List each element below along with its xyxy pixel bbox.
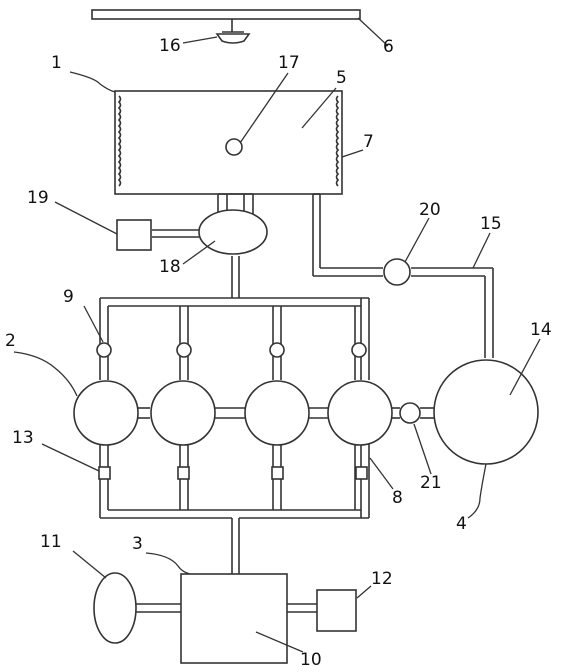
pipes	[99, 157, 494, 613]
label-17: 17	[278, 53, 300, 73]
valve-9-b	[176, 342, 192, 358]
label-2: 2	[5, 331, 16, 351]
label-11: 11	[40, 532, 62, 552]
valve-13-c	[271, 466, 284, 480]
pump-20	[383, 258, 411, 286]
controller-19	[116, 219, 152, 251]
heating-coil-left	[117, 95, 122, 187]
sensor-17	[225, 138, 243, 156]
label-12: 12	[371, 569, 393, 589]
label-9: 9	[63, 287, 74, 307]
chamber-3	[244, 380, 310, 446]
label-16: 16	[159, 36, 181, 56]
label-8: 8	[392, 488, 403, 508]
label-5: 5	[336, 68, 347, 88]
chamber-2	[150, 380, 216, 446]
pump-box-10	[180, 573, 288, 664]
chamber-4	[327, 380, 393, 446]
box-12	[316, 589, 357, 632]
valve-9-c	[269, 342, 285, 358]
ceiling-plate	[91, 9, 361, 44]
label-3: 3	[132, 534, 143, 554]
label-14: 14	[530, 320, 552, 340]
mixing-valve-18	[198, 209, 268, 255]
label-7: 7	[363, 132, 374, 152]
label-6: 6	[383, 37, 394, 57]
label-20: 20	[419, 200, 441, 220]
label-13: 13	[12, 428, 34, 448]
valve-13-d	[355, 466, 368, 480]
label-4: 4	[456, 514, 467, 534]
valve-13-b	[177, 466, 190, 480]
label-1: 1	[51, 53, 62, 73]
valve-9-a	[96, 342, 112, 358]
label-21: 21	[420, 473, 442, 493]
heating-coil-right	[335, 95, 340, 187]
valve-13-a	[98, 466, 111, 480]
label-18: 18	[159, 257, 181, 277]
label-15: 15	[480, 214, 502, 234]
vessel-14	[433, 359, 539, 465]
label-10: 10	[300, 650, 322, 670]
leader-lines	[13, 17, 541, 653]
valve-21	[399, 402, 421, 424]
motor-11	[93, 572, 137, 644]
valve-9-d	[351, 342, 367, 358]
chamber-1	[73, 380, 139, 446]
label-19: 19	[27, 188, 49, 208]
